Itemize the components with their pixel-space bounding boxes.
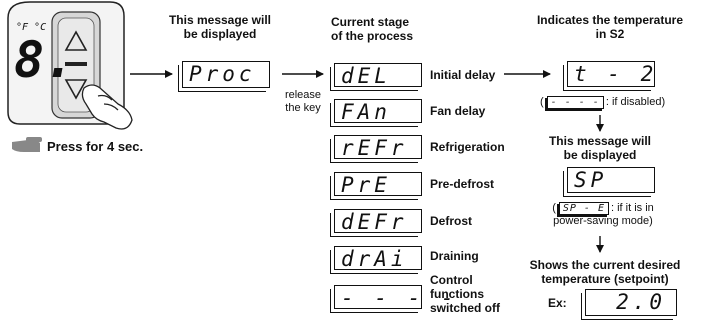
press-instruction: Press for 4 sec. [47,139,144,154]
sp-display-text: SP [574,168,608,192]
s2-note: (- - - -: if disabled) [540,96,666,109]
stage-code: drAi [341,247,408,271]
down-arrow-icon[interactable] [64,79,88,100]
set-button-icon[interactable] [65,62,87,66]
stage-label: Fan delay [430,104,486,118]
hand-icon [81,84,133,130]
stage-code: FAn [341,100,391,124]
sp-note-code: SP - E [558,202,609,215]
release-line1: release [284,89,322,101]
stage-display-defrost: dEFr [330,209,422,237]
stage-label: Pre-defrost [430,177,495,191]
s2-note-text: : if disabled) [605,96,666,108]
stage-code: rEFr [341,136,408,160]
setpoint-heading-line1: Shows the current desired [529,258,681,272]
s2-heading-line1: Indicates the temperature [536,13,684,27]
sp-heading-line2: be displayed [563,148,637,162]
stage-display-refrigeration: rEFr [330,135,422,163]
step1-heading-line1: This message will [168,13,272,27]
stage-code: dEL [341,64,391,88]
stages-heading-line2: of the process [331,29,414,43]
stage-label: Initial delay [430,68,496,82]
step1-heading: This message will be displayed [150,13,290,41]
sp-display: SP [563,167,655,197]
stage-code: PrE [341,173,391,197]
setpoint-heading: Shows the current desired temperature (s… [515,258,695,286]
ex-label: Ex: [548,296,567,310]
stage-label-switched-off: Control functions switched off [430,273,500,315]
stage-display-draining: drAi [330,246,422,274]
up-arrow-icon[interactable] [64,30,88,51]
sp-heading-line1: This message will [548,134,652,148]
stages-heading-line1: Current stage [331,15,410,29]
setpoint-heading-line2: temperature (setpoint) [541,272,669,286]
setpoint-display-text: 2.0 [616,290,666,314]
press-hand-icon [12,137,42,152]
stage-display-initial-delay: dEL [330,63,422,91]
step1-heading-line2: be displayed [183,27,257,41]
stage-label-line1: Control [430,273,473,287]
s2-note-code: - - - - [546,96,604,109]
stage-label: Draining [430,249,479,263]
stage-code: - - - - [341,286,458,310]
sp-note-text-line2: power-saving mode) [553,215,653,227]
unit-label: °F °C [16,22,47,33]
stages-heading: Current stage of the process [331,15,413,43]
stage-label-line2: functions [430,287,484,301]
device-digit: 8. [14,31,75,89]
sp-heading: This message will be displayed [540,134,660,162]
stage-label-line3: switched off [430,301,501,315]
stage-label: Refrigeration [430,140,505,154]
s2-heading: Indicates the temperature in S2 [515,13,705,41]
setpoint-display: 2.0 [581,289,677,320]
sp-note-text-line1: : if it is in [611,202,654,214]
s2-display-text: t - 2 [574,62,658,86]
proc-display-text: Proc [189,62,256,86]
s2-heading-line2: in S2 [595,27,625,41]
proc-display: Proc [178,61,270,92]
s2-display: t - 2 [563,61,658,91]
stage-display-switched-off: - - - - [330,285,458,313]
stage-display-fan-delay: FAn [330,99,422,127]
sp-note: (SP - E: if it is in power-saving mode) [540,202,666,228]
stage-label: Defrost [430,214,473,228]
stage-code: dEFr [341,210,408,234]
release-note: release the key [280,89,326,115]
stage-display-pre-defrost: PrE [330,172,422,200]
release-line2: the key [285,102,321,114]
